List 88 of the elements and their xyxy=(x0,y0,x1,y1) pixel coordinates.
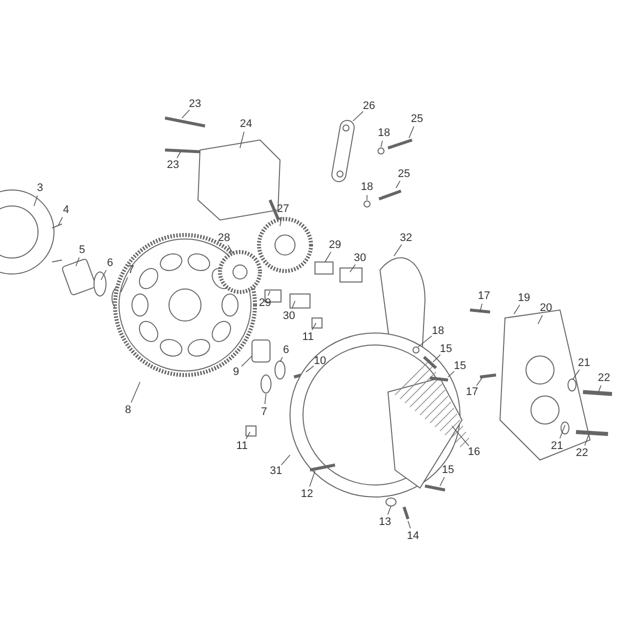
leader-line xyxy=(280,454,290,466)
leader-line xyxy=(514,304,520,314)
leader-line xyxy=(34,195,38,206)
callout-number: 22 xyxy=(576,447,588,459)
callout-number: 29 xyxy=(258,297,272,309)
callout-number: 28 xyxy=(218,232,230,244)
callout-number: 7 xyxy=(128,264,134,276)
callout-number: 27 xyxy=(276,203,290,215)
leader-line xyxy=(312,322,316,330)
leader-line xyxy=(418,336,432,348)
leader-line xyxy=(440,476,445,486)
leader-line xyxy=(228,244,232,252)
callout-number: 20 xyxy=(540,302,552,314)
leader-line xyxy=(350,264,356,272)
callout-number: 23 xyxy=(188,98,202,110)
leader-line xyxy=(572,369,580,380)
callout-number: 30 xyxy=(354,252,366,264)
leader-line xyxy=(246,432,250,440)
leader-line xyxy=(130,382,140,404)
leader-line xyxy=(280,216,282,226)
callout-number: 29 xyxy=(328,239,342,251)
leader-line xyxy=(380,140,383,148)
callout-number: 18 xyxy=(360,181,374,193)
leader-line xyxy=(176,150,182,158)
callout-number: 15 xyxy=(440,343,452,355)
leader-line xyxy=(408,520,411,529)
leader-line xyxy=(182,109,190,118)
callout-number: 9 xyxy=(232,366,240,378)
callout-number: 24 xyxy=(240,118,252,130)
leader-line xyxy=(480,303,482,312)
leader-line xyxy=(240,131,244,148)
leader-line xyxy=(120,276,128,292)
leader-line xyxy=(394,244,402,256)
callout-number: 13 xyxy=(378,516,392,528)
callout-number: 18 xyxy=(378,127,390,139)
callout-number: 10 xyxy=(314,355,326,367)
leader-line xyxy=(559,424,566,439)
leader-line xyxy=(452,426,470,446)
callout-number: 16 xyxy=(468,446,480,458)
leader-line xyxy=(432,354,441,362)
callout-number: 22 xyxy=(598,372,610,384)
callout-number: 25 xyxy=(410,113,424,125)
leader-line xyxy=(352,111,364,122)
leader-line xyxy=(408,126,414,138)
callout-number: 15 xyxy=(454,360,466,372)
callout-number: 11 xyxy=(302,331,314,343)
callout-number: 26 xyxy=(362,100,376,112)
callout-number: 21 xyxy=(550,440,564,452)
callout-number: 11 xyxy=(236,440,248,452)
callout-number: 5 xyxy=(78,244,86,256)
leader-line xyxy=(268,290,270,296)
leader-line xyxy=(309,470,316,487)
callout-number: 3 xyxy=(36,182,44,194)
leader-line xyxy=(324,252,332,262)
callout-number: 31 xyxy=(270,465,282,477)
leader-line xyxy=(598,385,602,394)
callout-number: 30 xyxy=(282,310,296,322)
callout-number: 14 xyxy=(406,530,420,542)
callout-number: 19 xyxy=(518,292,530,304)
leader-line xyxy=(396,180,400,188)
leader-line xyxy=(387,506,392,515)
callout-number: 15 xyxy=(442,464,454,476)
leader-line xyxy=(58,216,63,226)
callout-number: 23 xyxy=(166,159,180,171)
leader-line xyxy=(366,194,368,200)
callout-number: 8 xyxy=(124,404,132,416)
leader-line xyxy=(264,394,266,404)
leader-line xyxy=(292,300,296,309)
callout-number: 4 xyxy=(62,204,70,216)
callout-number: 18 xyxy=(432,325,444,337)
callout-number: 6 xyxy=(282,344,290,356)
callout-number: 12 xyxy=(300,488,314,500)
callout-number: 17 xyxy=(466,386,478,398)
callout-number: 32 xyxy=(400,232,412,244)
leader-line xyxy=(76,257,80,266)
callout-number: 17 xyxy=(478,290,490,302)
callout-number: 6 xyxy=(106,257,114,269)
leader-line xyxy=(280,356,283,362)
leader-line xyxy=(476,378,482,386)
leader-line xyxy=(538,314,543,324)
leader-line xyxy=(100,270,107,280)
callout-number: 25 xyxy=(398,168,410,180)
leader-line xyxy=(448,371,454,378)
callout-number: 21 xyxy=(578,357,590,369)
leader-line xyxy=(306,366,314,372)
leader-line xyxy=(584,430,590,446)
leader-line xyxy=(241,356,252,367)
callout-number: 7 xyxy=(260,406,268,418)
